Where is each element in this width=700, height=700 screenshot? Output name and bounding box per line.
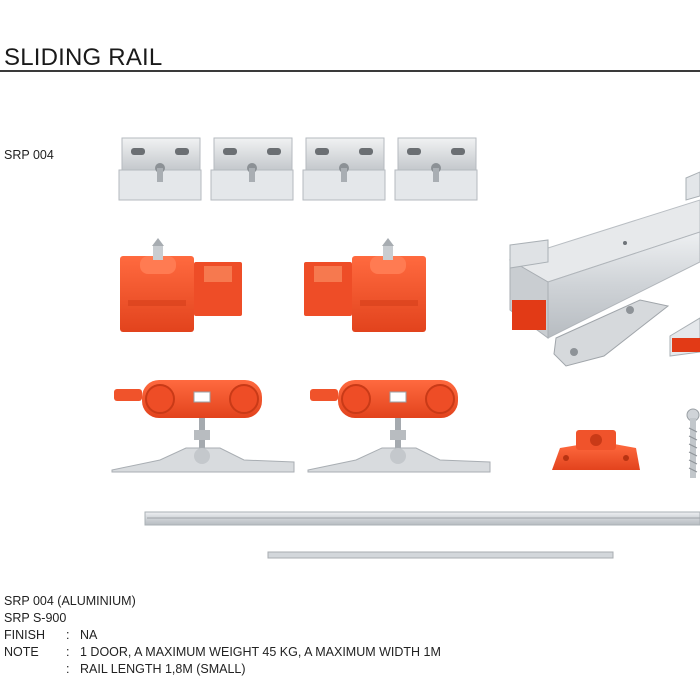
roller-carriage-left [111, 380, 295, 473]
note-separator-2: : [66, 662, 70, 676]
spec-line-series: SRP S-900 [4, 610, 441, 627]
spec-line-model: SRP 004 (ALUMINIUM) [4, 593, 441, 610]
finish-separator: : [66, 628, 70, 642]
angle-bracket-4 [394, 137, 478, 201]
angle-bracket-3 [302, 137, 386, 201]
screw [686, 408, 700, 478]
page-title: SLIDING RAIL [4, 44, 163, 71]
long-rail-2 [267, 551, 614, 559]
angle-bracket-1 [118, 137, 202, 201]
note-separator: : [66, 645, 70, 659]
finish-value: NA [80, 628, 98, 642]
guide-block-left [120, 238, 242, 332]
spec-block: SRP 004 (ALUMINIUM) SRP S-900 FINISH : N… [4, 593, 441, 678]
note-value-1: 1 DOOR, A MAXIMUM WEIGHT 45 KG, A MAXIMU… [80, 645, 441, 659]
note-value-2: RAIL LENGTH 1,8M (SMALL) [80, 662, 246, 676]
note-label: NOTE [4, 645, 39, 659]
note-indent [4, 661, 66, 678]
spec-model-aluminium: SRP 004 (ALUMINIUM) [4, 594, 136, 608]
long-rail-1 [144, 511, 700, 526]
guide-block-right [304, 238, 426, 332]
rail-perspective [508, 171, 700, 367]
angle-bracket-2 [210, 137, 294, 201]
spec-model-series: SRP S-900 [4, 611, 67, 625]
finish-label: FINISH [4, 628, 45, 642]
product-code: SRP 004 [4, 148, 54, 162]
title-rule [0, 70, 700, 72]
roller-carriage-right [307, 380, 491, 473]
spec-line-note-2: : RAIL LENGTH 1,8M (SMALL) [4, 661, 441, 678]
spec-line-note: NOTE : 1 DOOR, A MAXIMUM WEIGHT 45 KG, A… [4, 644, 441, 661]
spec-line-finish: FINISH : NA [4, 627, 441, 644]
orange-base-plate [552, 430, 640, 470]
